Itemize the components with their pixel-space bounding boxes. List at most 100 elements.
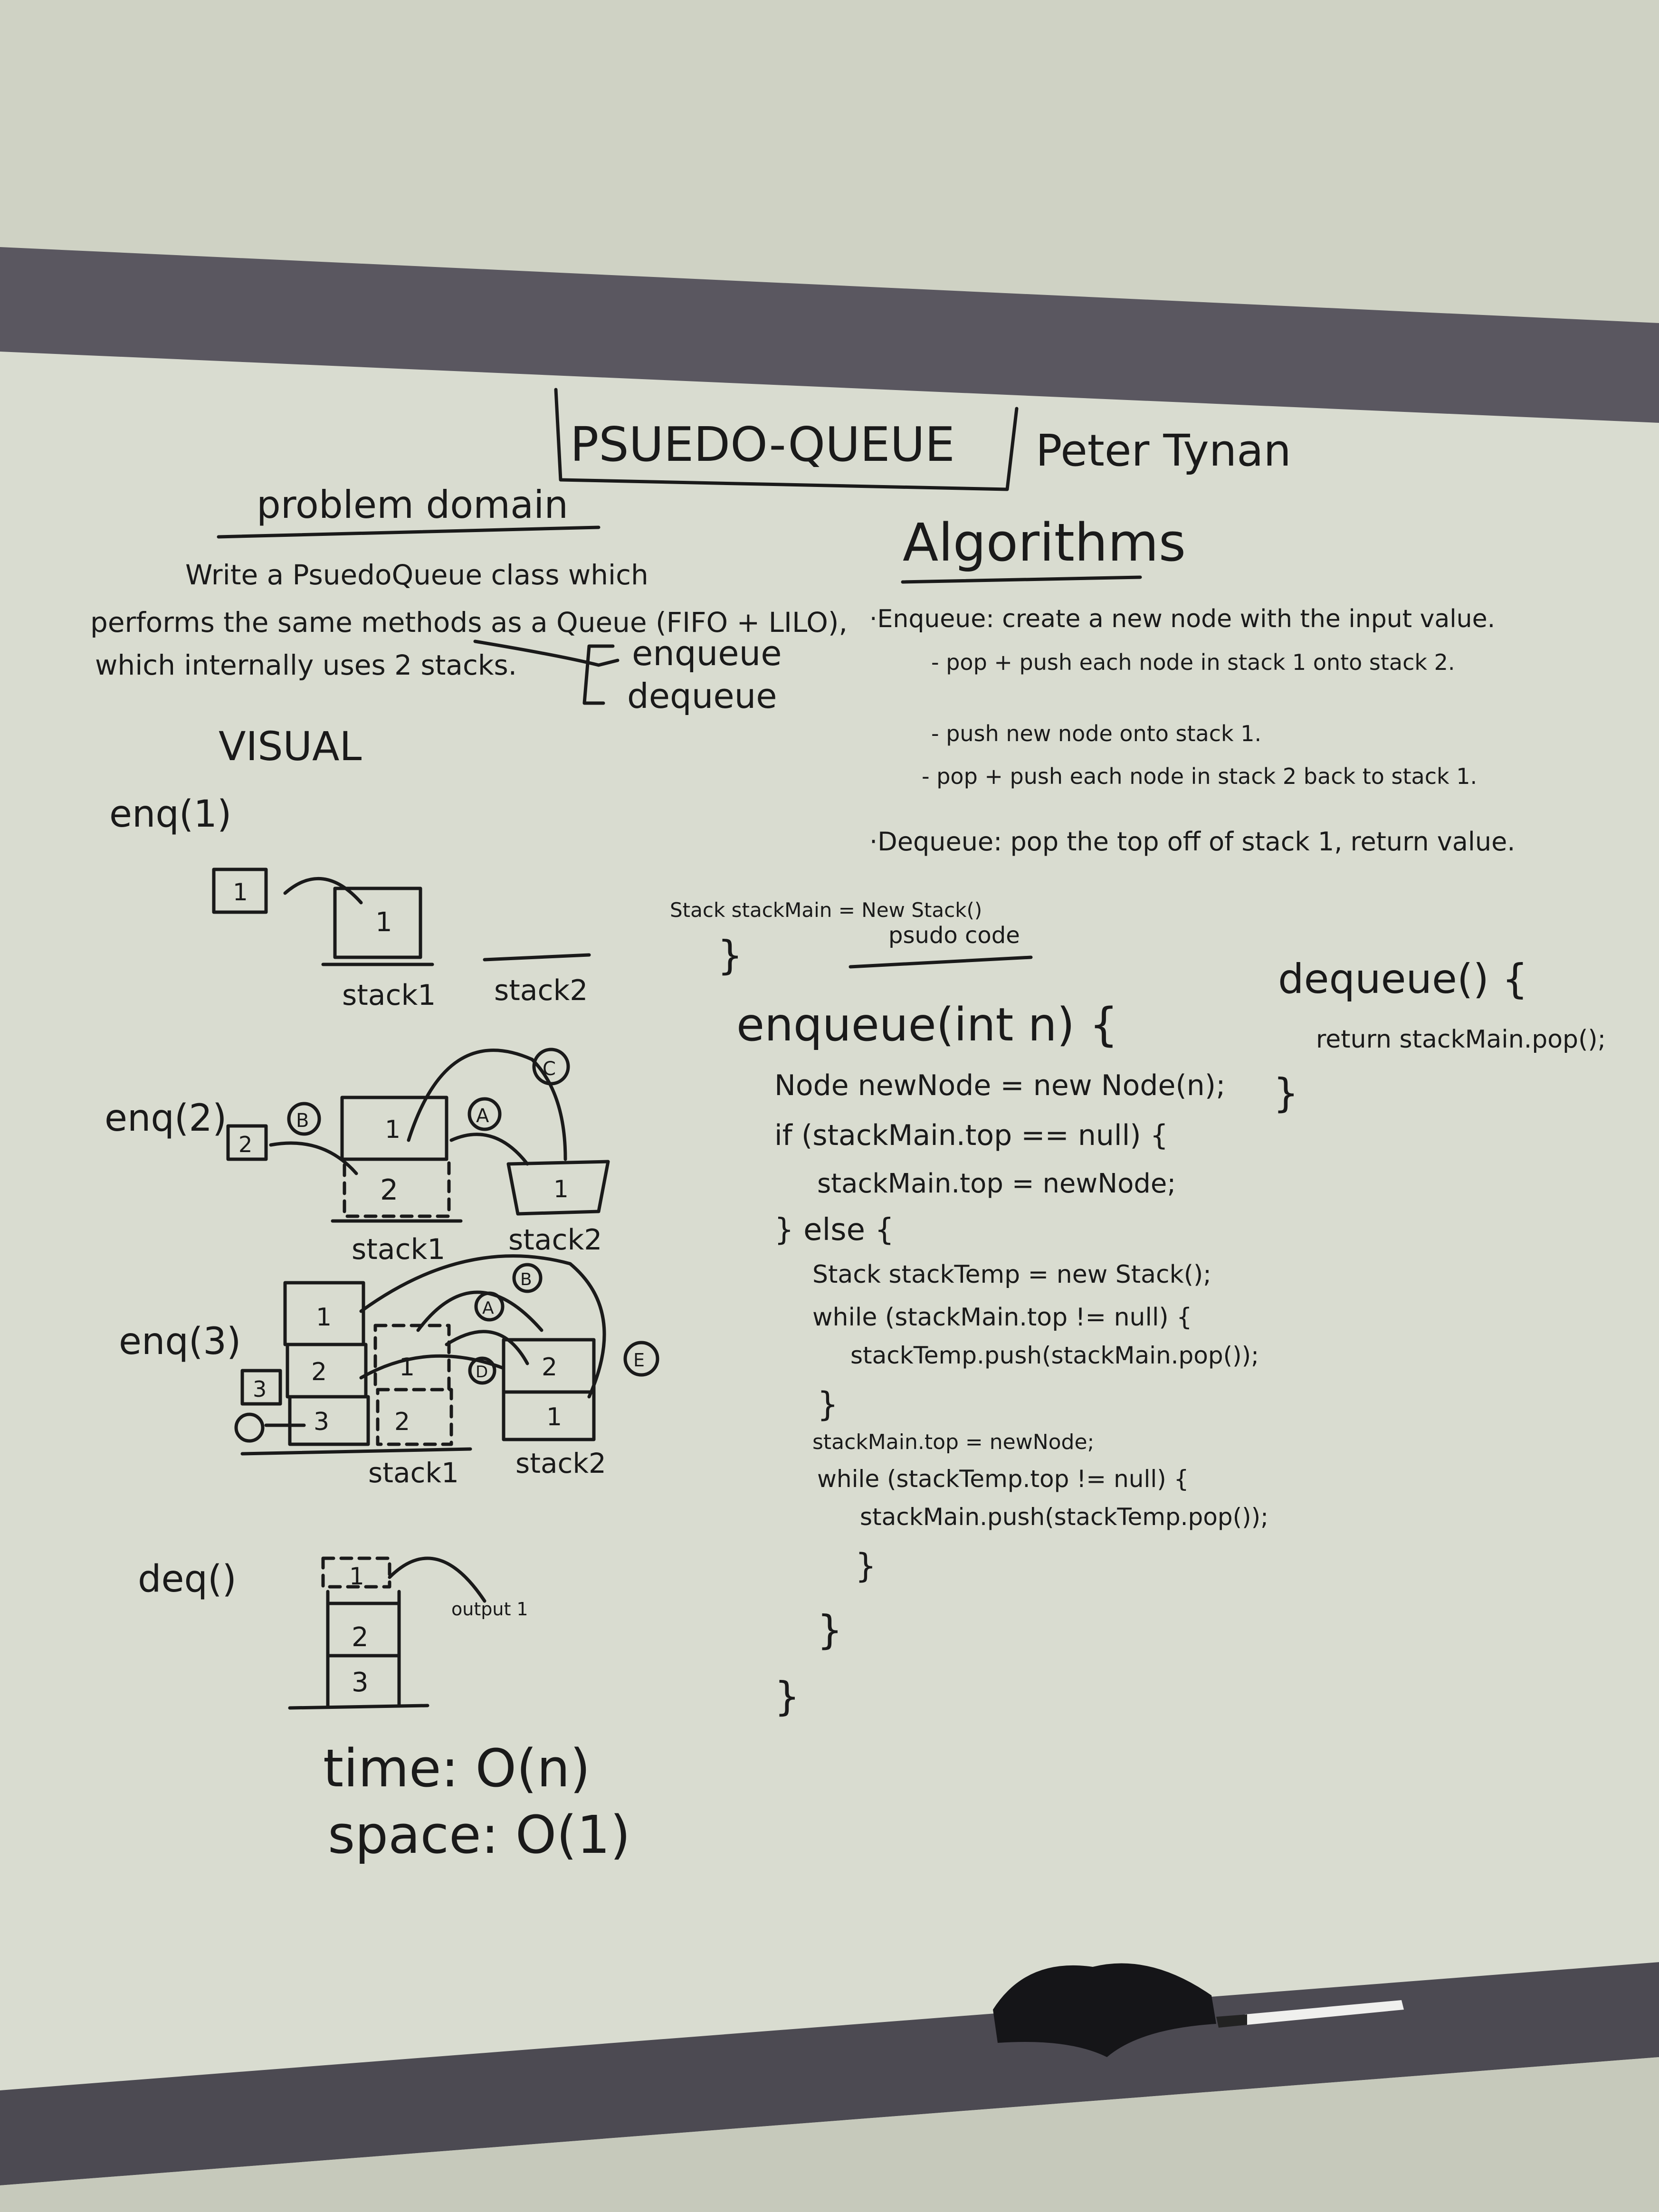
- enqueue-line-11: while (stackTemp.top != null) {: [817, 1465, 1189, 1493]
- enq3-stack2-slot-bottom: [502, 1390, 596, 1441]
- top-frame: [0, 247, 1659, 432]
- enq2-input-box: [226, 1124, 268, 1161]
- pseudo-code-underline: [849, 955, 1033, 969]
- algorithms-heading: Algorithms: [903, 512, 1186, 573]
- deq-label: deq(): [138, 1558, 237, 1601]
- enq3-temp-value-bottom: 2: [394, 1408, 410, 1436]
- enq2-marker-a: [467, 1097, 502, 1131]
- enq2-marker-b: [287, 1102, 321, 1136]
- problem-line-3: which internally uses 2 stacks.: [95, 649, 517, 681]
- enq3-marker-b-label: B: [520, 1270, 532, 1289]
- enqueue-line-1: enqueue(int n) {: [736, 998, 1118, 1051]
- title-text: PSUEDO-QUEUE: [570, 417, 955, 472]
- enq2-stack1-label: stack1: [352, 1233, 445, 1266]
- time-complexity: time: O(n): [323, 1738, 591, 1799]
- deq-stack-value-bottom: 3: [352, 1667, 369, 1698]
- enq3-stack1-value-top: 1: [316, 1303, 332, 1332]
- enq2-marker-a-label: A: [476, 1105, 489, 1127]
- visual-heading: VISUAL: [219, 723, 362, 770]
- enq2-stack2-label: stack2: [508, 1223, 602, 1257]
- deq-stack-value-top: 2: [352, 1622, 369, 1653]
- enqueue-line-2: Node newNode = new Node(n);: [774, 1069, 1225, 1102]
- marker: [1245, 2000, 1404, 2025]
- enqueue-line-6: Stack stackTemp = new Stack();: [812, 1260, 1211, 1289]
- enq3-arrow-b: [445, 1330, 529, 1365]
- enq3-marker-e: [623, 1341, 659, 1377]
- enqueue-line-8: stackTemp.push(stackMain.pop());: [850, 1342, 1259, 1369]
- enq3-stack1-label: stack1: [368, 1457, 459, 1489]
- problem-line-1: Write a PsuedoQueue class which: [185, 559, 648, 591]
- enq3-arrow-a: [416, 1290, 543, 1332]
- pseudo-preamble: Stack stackMain = New Stack(): [670, 898, 982, 922]
- enq2-stack1-bottom: [343, 1157, 451, 1218]
- algorithm-line-1: ·Enqueue: create a new node with the inp…: [869, 605, 1495, 633]
- enqueue-line-13: }: [855, 1546, 877, 1585]
- problem-domain-heading: problem domain: [257, 483, 568, 527]
- deq-output-label: output 1: [451, 1599, 528, 1620]
- enqueue-line-4: stackMain.top = newNode;: [817, 1168, 1176, 1199]
- enqueue-line-7: while (stackMain.top != null) {: [812, 1303, 1192, 1332]
- enq2-stack2-value: 1: [553, 1175, 569, 1203]
- enq1-label: enq(1): [109, 793, 231, 836]
- enq1-arrow: [283, 877, 363, 905]
- enq2-stack1-top-value: 1: [385, 1116, 400, 1144]
- dequeue-line-2: return stackMain.pop();: [1316, 1025, 1606, 1054]
- pseudo-preamble-close: }: [717, 932, 743, 979]
- enqueue-line-9: }: [817, 1385, 839, 1424]
- enq3-temp-slot-bottom: [376, 1388, 453, 1446]
- deq-removed-value: 1: [349, 1563, 364, 1590]
- enq3-marker-e-label: E: [633, 1350, 645, 1371]
- enq3-stack2-value-top: 2: [542, 1353, 557, 1382]
- enq2-arrow-a: [449, 1133, 529, 1166]
- enq2-input-value: 2: [238, 1132, 252, 1157]
- author-name: Peter Tynan: [1036, 425, 1291, 476]
- deq-removed-slot: [321, 1556, 391, 1589]
- algorithm-line-5: ·Dequeue: pop the top off of stack 1, re…: [869, 827, 1515, 857]
- enq3-stack2-value-bottom: 1: [546, 1403, 562, 1431]
- methods-bracket: [582, 644, 615, 705]
- enq3-label: enq(3): [119, 1320, 241, 1363]
- method-dequeue: dequeue: [627, 676, 777, 716]
- enq3-stack1-value-bottom: 3: [314, 1408, 329, 1436]
- enq2-arrow-b: [269, 1141, 358, 1175]
- space-complexity: space: O(1): [328, 1804, 630, 1865]
- enq1-stack1-label: stack1: [342, 979, 436, 1012]
- algorithm-line-4: - pop + push each node in stack 2 back t…: [922, 763, 1477, 789]
- enq3-arrow-e: [359, 1254, 606, 1399]
- algorithm-line-3: - push new node onto stack 1.: [931, 721, 1261, 746]
- enq2-stack1-top: [340, 1096, 448, 1161]
- enq1-input-value: 1: [233, 878, 248, 906]
- deq-arrow: [388, 1556, 486, 1603]
- enq1-stack1-value: 1: [375, 907, 392, 938]
- pseudo-code-heading: psudo code: [888, 922, 1020, 949]
- enq3-input-box: [240, 1369, 282, 1406]
- method-enqueue: enqueue: [632, 633, 782, 673]
- enq1-input-box: [212, 868, 268, 914]
- enq2-stack1-bottom-value: 2: [380, 1173, 398, 1207]
- enq3-input-value: 3: [253, 1376, 267, 1402]
- enqueue-line-15: }: [774, 1673, 800, 1720]
- dequeue-line-1: dequeue() {: [1278, 955, 1528, 1003]
- dequeue-line-3: }: [1273, 1070, 1298, 1116]
- enq3-marker-d: [468, 1356, 496, 1385]
- enq2-marker-b-label: B: [296, 1110, 309, 1132]
- enq3-marker-d-label: D: [476, 1363, 488, 1382]
- problem-line-2: performs the same methods as a Queue (FI…: [90, 606, 848, 639]
- methods-connector: [473, 639, 620, 667]
- problem-domain-underline: [217, 525, 601, 539]
- whiteboard-surface: [0, 352, 1659, 2100]
- enq2-arrow-c: [407, 1049, 567, 1161]
- algorithm-line-2: - pop + push each node in stack 1 onto s…: [931, 649, 1455, 675]
- enq1-stack1-box: [333, 887, 422, 959]
- deq-stack-walls: [326, 1590, 401, 1707]
- eraser: [993, 1963, 1216, 2057]
- title-box: [554, 388, 1019, 491]
- enq3-marker-d-left: [234, 1412, 265, 1443]
- enqueue-line-12: stackMain.push(stackTemp.pop());: [860, 1503, 1268, 1531]
- enq3-arrow-d: [359, 1354, 505, 1380]
- enq3-marker-b: [512, 1263, 543, 1293]
- enq1-stack2-label: stack2: [494, 974, 588, 1007]
- enq3-stack1-value-mid: 2: [311, 1358, 327, 1386]
- enq3-stack2-label: stack2: [515, 1447, 606, 1479]
